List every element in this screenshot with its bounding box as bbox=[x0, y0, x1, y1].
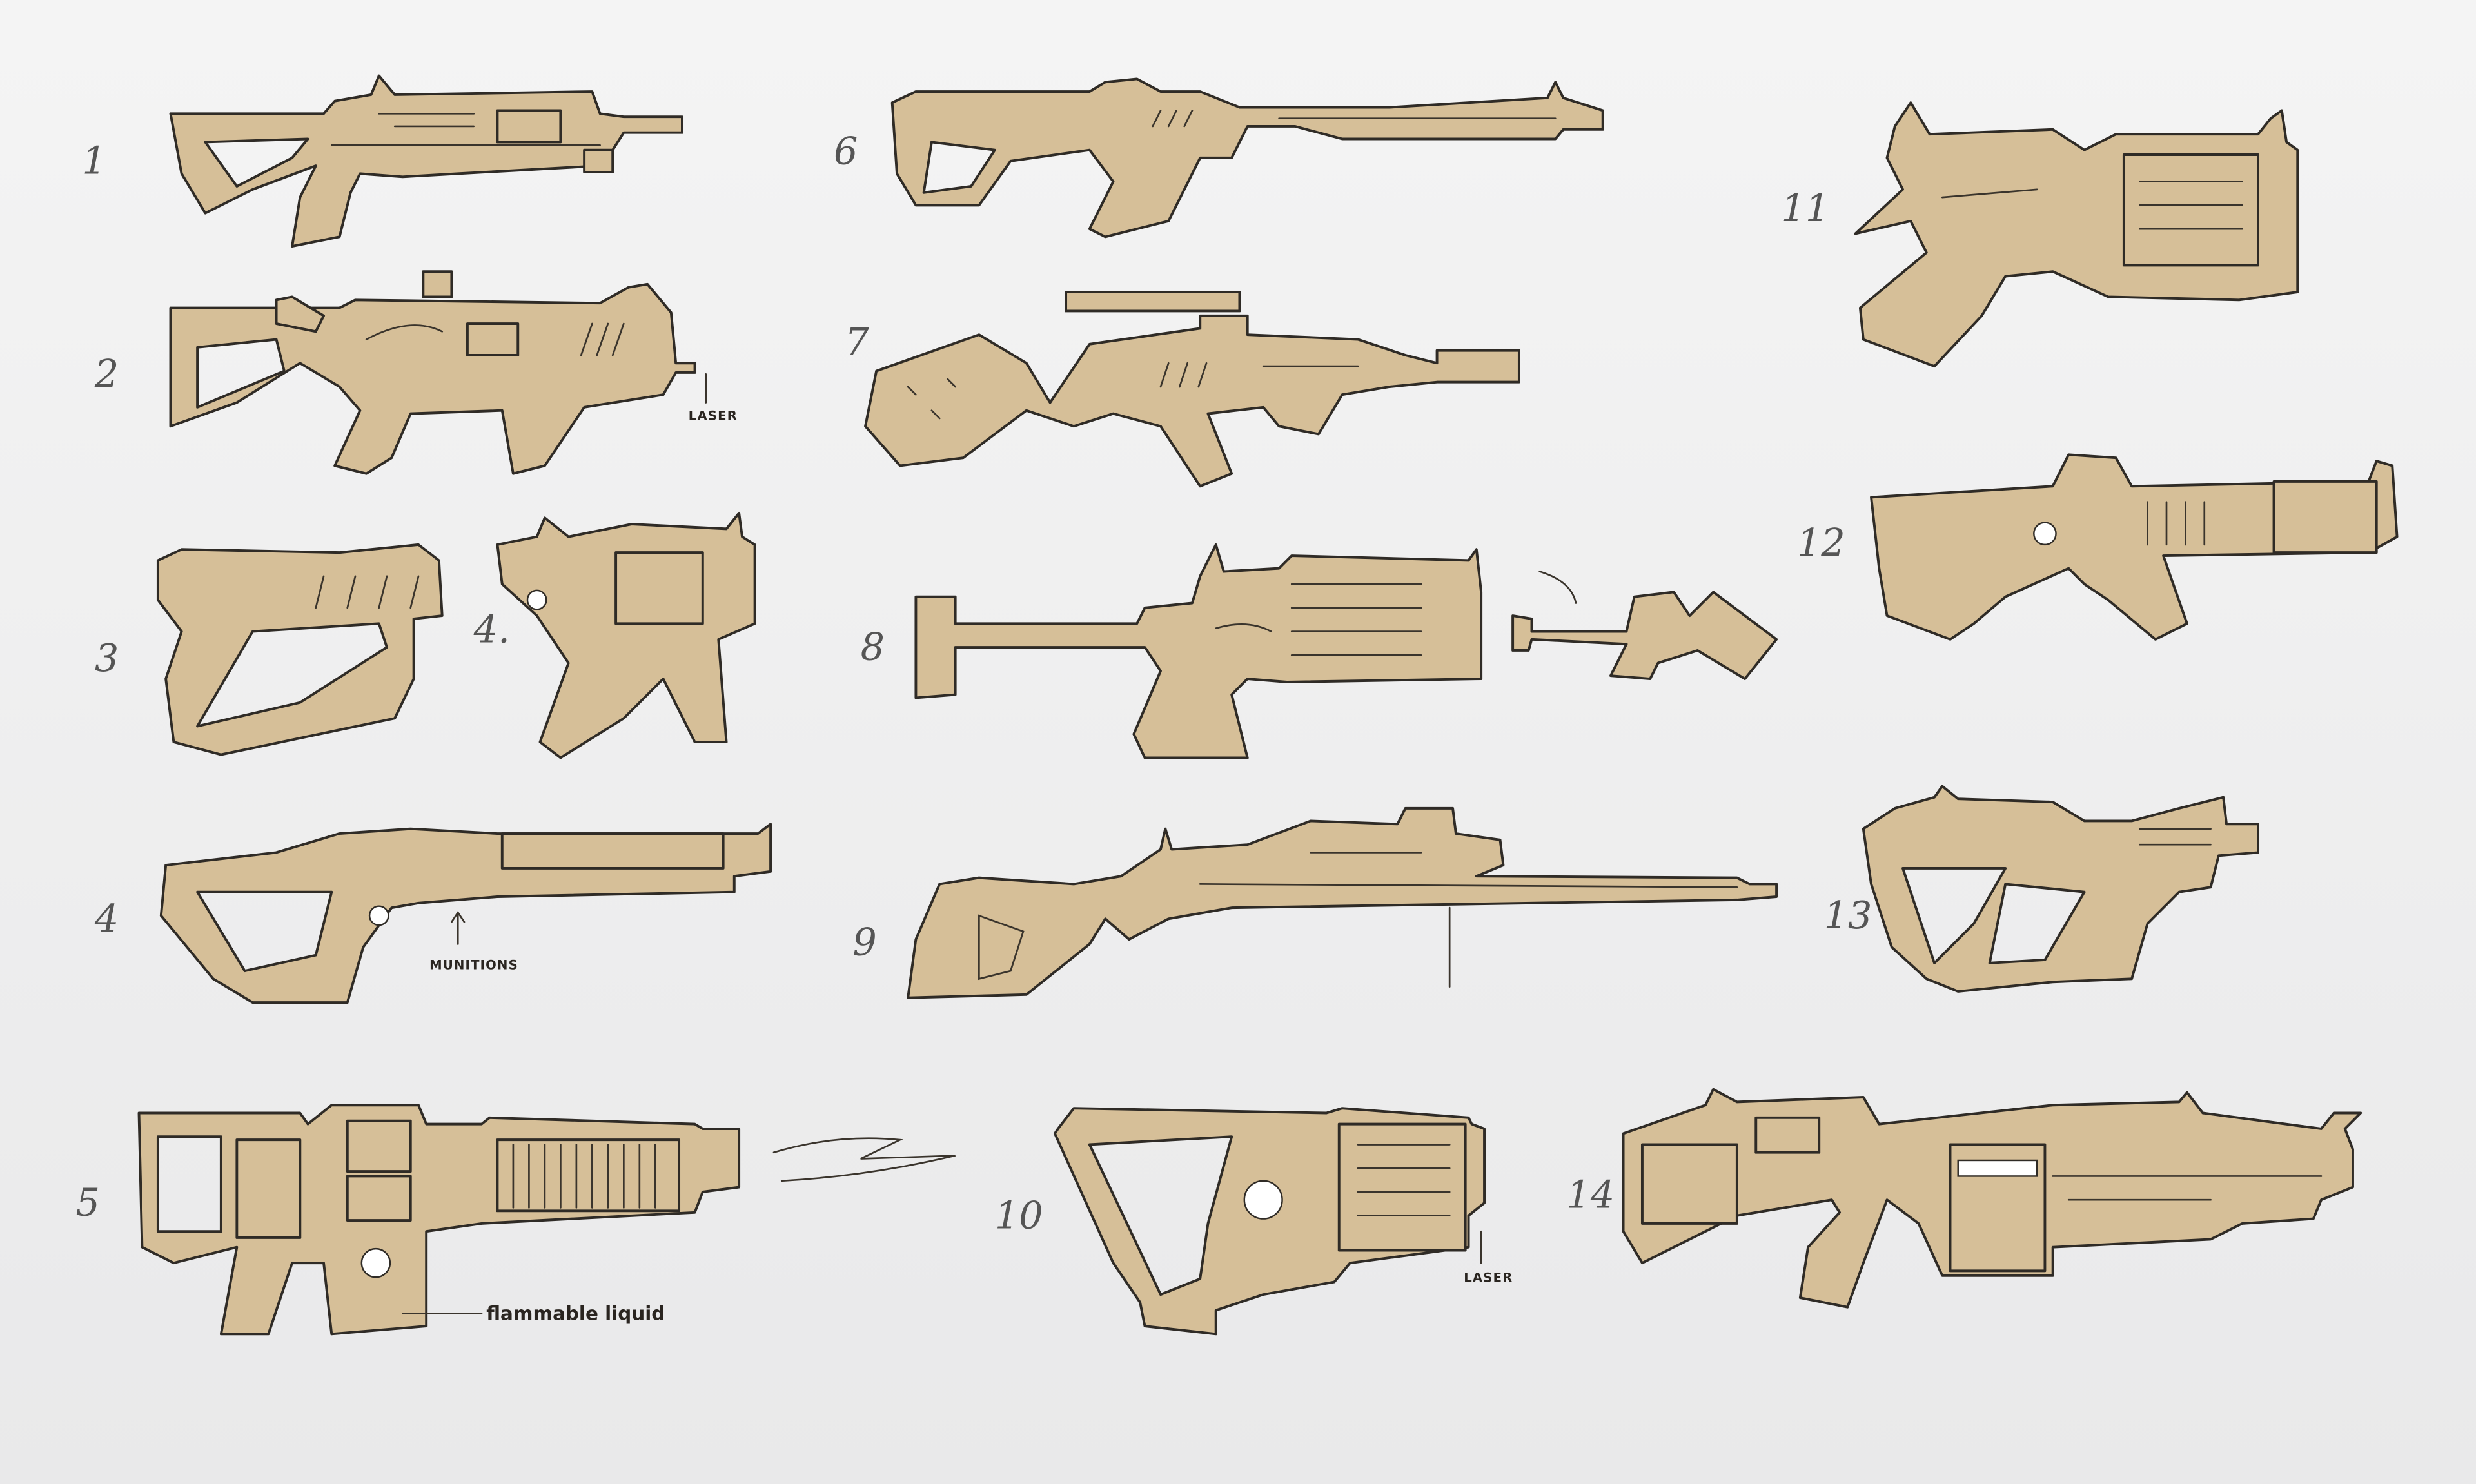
weapon-number: 1 bbox=[82, 138, 106, 182]
flammable-liquid-annotation: flammable liquid bbox=[486, 1302, 665, 1324]
weapon-10 bbox=[1053, 1107, 1486, 1336]
weapon-1 bbox=[169, 74, 683, 248]
weapon-number: 8 bbox=[861, 625, 885, 669]
weapon-number: 10 bbox=[995, 1193, 1043, 1237]
weapon-number: 9 bbox=[852, 920, 876, 964]
weapon-number: 6 bbox=[834, 129, 858, 173]
weapon-13 bbox=[1862, 785, 2259, 993]
weapon-number: 7 bbox=[845, 320, 869, 364]
flame-sketch bbox=[772, 1137, 956, 1182]
weapon-9 bbox=[907, 806, 1778, 999]
weapon-number: 13 bbox=[1824, 893, 1872, 937]
weapon-3 bbox=[156, 543, 444, 756]
weapon-number: 12 bbox=[1797, 520, 1845, 565]
weapon-number: 3 bbox=[95, 636, 119, 680]
weapon-number: 4. bbox=[473, 607, 510, 652]
weapon-11 bbox=[1854, 101, 2299, 368]
weapon-2 bbox=[169, 270, 696, 475]
weapon-12 bbox=[1870, 453, 2399, 641]
munitions-annotation: MUNITIONS bbox=[429, 958, 518, 973]
laser-annotation: LASER bbox=[689, 408, 738, 423]
weapon-number: 11 bbox=[1781, 186, 1829, 230]
weapon-5 bbox=[137, 1104, 741, 1336]
weapon-4-revolver bbox=[496, 511, 756, 759]
weapon-8 bbox=[914, 543, 1483, 759]
laser-annotation: LASER bbox=[1464, 1271, 1513, 1285]
weapon-4-shotgun bbox=[159, 823, 772, 1004]
weapon-number: 2 bbox=[94, 351, 119, 396]
weapon-number: 5 bbox=[76, 1180, 100, 1225]
weapon-14 bbox=[1622, 1088, 2363, 1309]
weapon-number: 14 bbox=[1566, 1172, 1615, 1216]
weapon-6 bbox=[890, 77, 1604, 239]
weapon-number: 4 bbox=[94, 896, 119, 941]
weapon-8-detail bbox=[1511, 591, 1778, 681]
weapon-7 bbox=[864, 291, 1520, 488]
